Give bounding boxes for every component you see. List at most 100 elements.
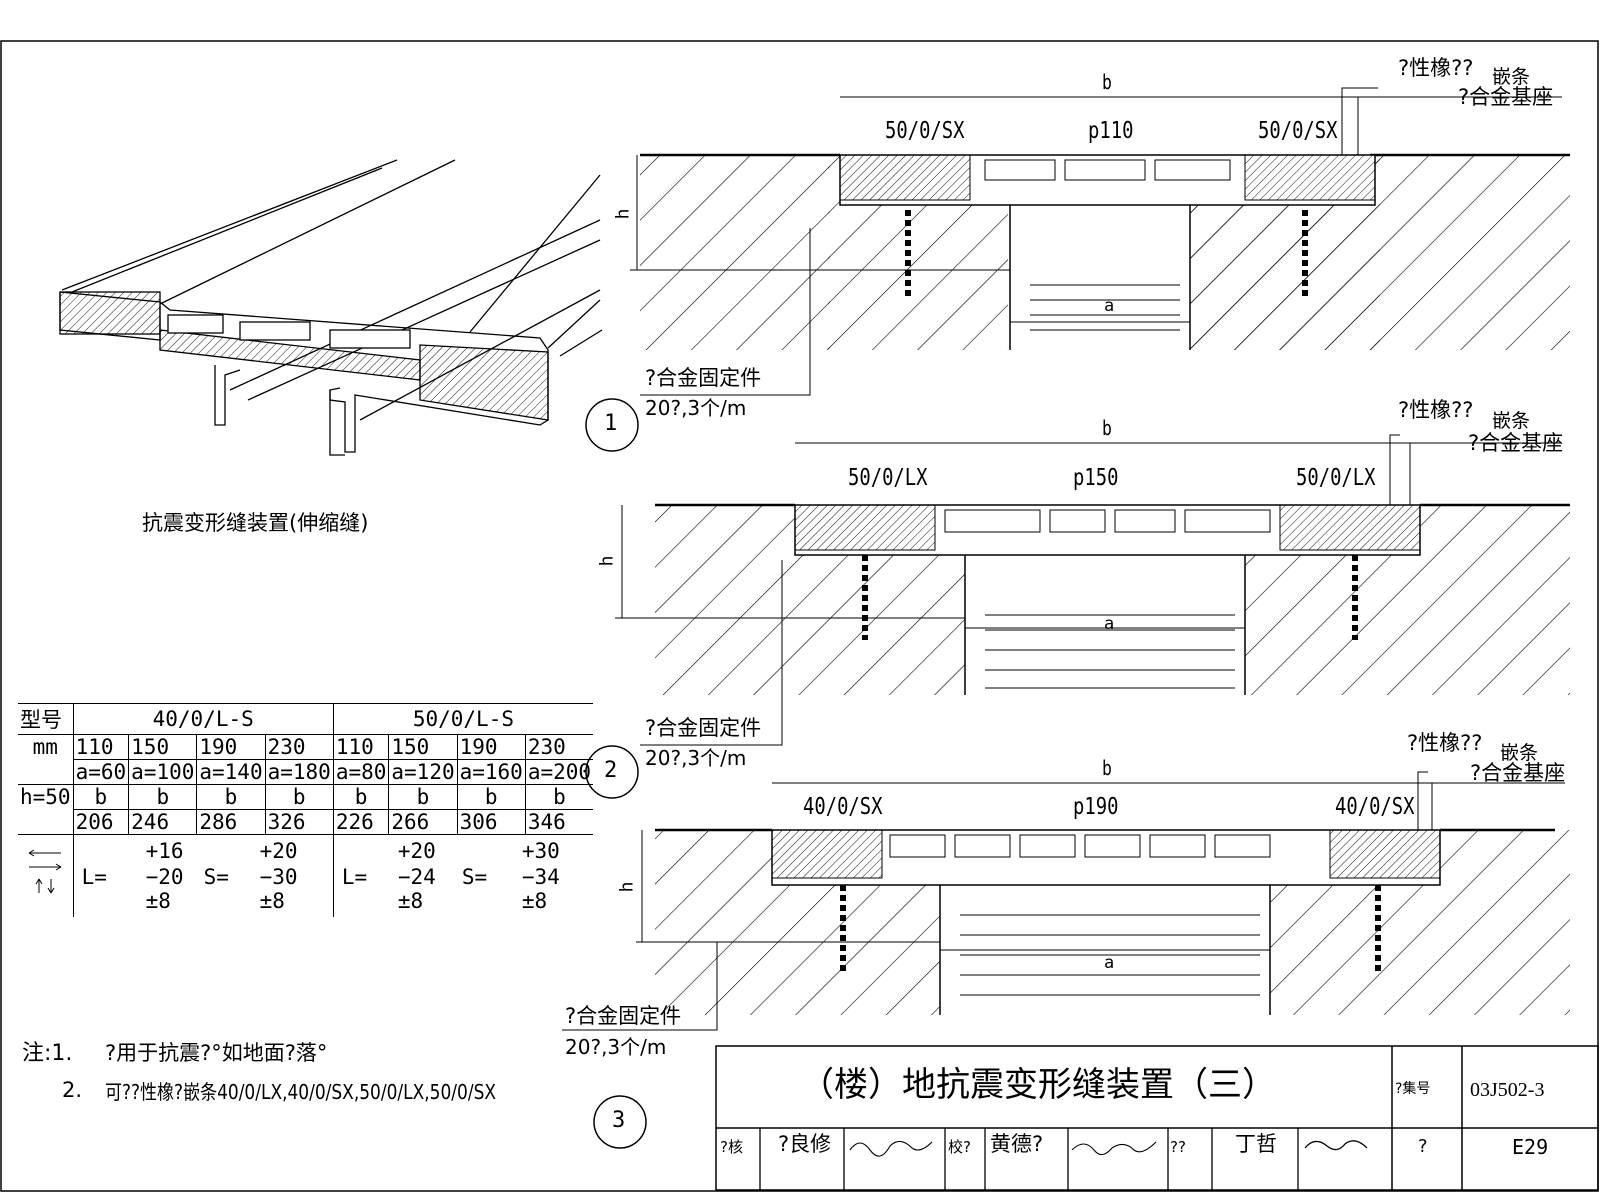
reviewer: ?良修: [778, 1132, 832, 1156]
l-label: L=: [341, 865, 368, 889]
s-label: S=: [203, 865, 229, 889]
detail-2-number: 2: [604, 758, 618, 783]
d1-base-label: ?合金基座: [1458, 85, 1554, 109]
table-cell: b: [456, 784, 526, 810]
d1-right-label: 50/0/SX: [1258, 118, 1338, 144]
title-block-frame: [715, 1045, 1599, 1191]
signature-checker: [1071, 1141, 1157, 1156]
s-label: S=: [461, 865, 488, 889]
d3-b-label: b: [1102, 756, 1112, 780]
page-label: ?: [1418, 1136, 1428, 1157]
d3-left-label: 40/0/SX: [803, 794, 883, 820]
d2-center-label: p150: [1073, 465, 1119, 491]
notes-prefix: 注:1.: [22, 1041, 73, 1066]
detail-1-circle: [585, 398, 639, 452]
checker: 黄德?: [990, 1132, 1044, 1156]
d2-seal-label-2: 嵌条: [1492, 410, 1531, 432]
d3-seal-label-2: 嵌条: [1500, 742, 1539, 764]
d2-a-label: a: [1104, 614, 1115, 634]
table-cell: 226: [332, 809, 390, 835]
table-cell: a=140: [196, 759, 266, 785]
d2-left-label: 50/0/LX: [848, 465, 928, 491]
table-cell: 326: [264, 809, 334, 835]
d1-fixing: ?合金固定件: [645, 366, 762, 390]
table-cell: a=160: [456, 759, 526, 785]
table-cell: 150: [128, 734, 198, 760]
d2-b-label: b: [1102, 416, 1112, 440]
signature-designer: [1304, 1140, 1368, 1151]
notes-number-2: 2.: [62, 1078, 83, 1102]
table-cell: b: [264, 784, 334, 810]
d3-fixing: ?合金固定件: [565, 1004, 682, 1028]
s-plus: +30: [521, 839, 560, 863]
table-cell: 206: [72, 809, 130, 835]
d1-seal-label: ?性橡??: [1398, 56, 1474, 80]
atlas-label: ?集号: [1395, 1081, 1431, 1097]
notes-line-2: 可??性橡?嵌条40/0/LX,40/0/SX,50/0/LX,50/0/SX: [105, 1080, 496, 1104]
detail-1: [630, 87, 1570, 396]
l-tol: ±8: [397, 889, 424, 913]
d3-a-label: a: [1104, 953, 1115, 973]
s-tol: ±8: [521, 889, 548, 913]
perspective-caption: 抗震变形缝装置(伸缩缝): [142, 511, 368, 535]
l-plus: +20: [397, 839, 436, 863]
d1-b-label: b: [1102, 70, 1112, 94]
sheet-border: [0, 40, 1599, 1192]
d2-fixing: ?合金固定件: [645, 716, 762, 740]
perspective-view: [59, 159, 603, 456]
table-model-label: 型号: [18, 703, 74, 735]
l-minus: −20: [145, 865, 184, 889]
movement-group-a: L= +16 −20 ±8 S= +20 −30 ±8: [72, 834, 334, 917]
atlas-number: 03J502-3: [1470, 1079, 1545, 1101]
d2-seal-label: ?性橡??: [1398, 398, 1474, 422]
table-cell: 110: [72, 734, 130, 760]
d3-base-label: ?合金基座: [1470, 761, 1566, 785]
l-tol: ±8: [145, 889, 171, 913]
detail-3-number: 3: [612, 1108, 626, 1133]
l-plus: +16: [145, 839, 184, 863]
d1-left-label: 50/0/SX: [885, 118, 965, 144]
table-cell: 346: [524, 809, 594, 835]
l-label: L=: [81, 865, 107, 889]
page-number: E29: [1512, 1135, 1549, 1159]
table-cell: 110: [332, 734, 390, 760]
d2-right-label: 50/0/LX: [1296, 465, 1376, 491]
table-cell: b: [388, 784, 458, 810]
table-cell: b: [332, 784, 390, 810]
d1-center-label: p110: [1088, 118, 1134, 144]
movement-group-b: L= +20 −24 ±8 S= +30 −34 ±8: [332, 834, 594, 917]
d3-seal-label: ?性橡??: [1407, 731, 1483, 755]
table-cell: 190: [196, 734, 266, 760]
d2-fixing-spec: 20?,3个/m: [645, 746, 747, 770]
table-cell: 190: [456, 734, 526, 760]
movement-arrows-icon: [18, 834, 74, 917]
table-unit: mm: [18, 734, 74, 785]
check-label: 校?: [948, 1138, 971, 1156]
d1-fixing-spec: 20?,3个/m: [645, 396, 747, 420]
table-group-b: 50/0/L-S: [332, 703, 594, 735]
s-minus: −30: [259, 865, 298, 889]
notes-line-1: ?用于抗震?°如地面?落°: [105, 1041, 328, 1065]
review-label: ?核: [720, 1138, 743, 1156]
designer: 丁哲: [1235, 1132, 1277, 1156]
table-cell: a=100: [128, 759, 198, 785]
design-label: ??: [1170, 1138, 1186, 1156]
table-cell: b: [524, 784, 594, 810]
s-plus: +20: [259, 839, 298, 863]
spec-table: 型号 40/0/L-S 50/0/L-S mm 110 150 190 230 …: [18, 703, 594, 917]
drawing-title: （楼）地抗震变形缝装置（三）: [800, 1065, 1276, 1105]
table-cell: a=60: [72, 759, 130, 785]
signature-reviewer: [849, 1140, 933, 1157]
s-tol: ±8: [259, 889, 285, 913]
table-cell: 230: [264, 734, 334, 760]
table-cell: b: [72, 784, 130, 810]
detail-2: [615, 434, 1570, 746]
table-cell: a=80: [332, 759, 390, 785]
d1-a-label: a: [1104, 296, 1115, 316]
d3-fixing-spec: 20?,3个/m: [565, 1035, 667, 1059]
d2-base-label: ?合金基座: [1468, 431, 1564, 455]
d3-right-label: 40/0/SX: [1335, 794, 1415, 820]
detail-3-circle: [593, 1095, 647, 1149]
